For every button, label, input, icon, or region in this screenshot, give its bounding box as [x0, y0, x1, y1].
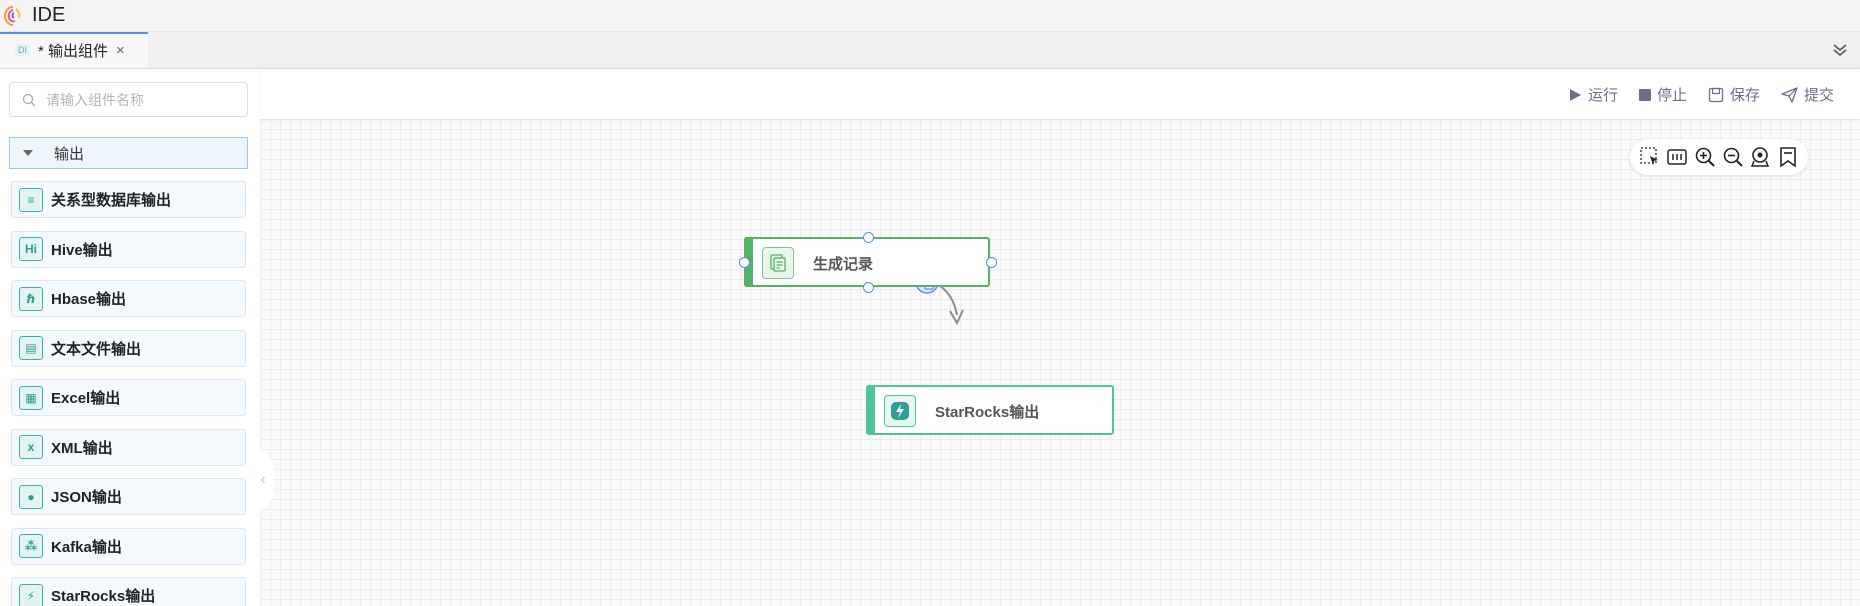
component-label: 文本文件输出: [51, 340, 142, 358]
app-logo-icon: [3, 5, 21, 26]
tab-label: * 输出组件: [38, 42, 109, 60]
group-header-output[interactable]: 输出: [9, 137, 248, 169]
search-box: [9, 82, 248, 117]
component-label: Excel输出: [51, 390, 121, 407]
tab-active-indicator: [0, 32, 148, 34]
node-port-right[interactable]: [986, 257, 997, 268]
stop-label: 停止: [1657, 87, 1688, 104]
component-label: Hbase输出: [51, 291, 127, 308]
flow-canvas[interactable]: 生成记录 StarRocks输出: [260, 119, 1860, 606]
component-item[interactable]: ⚡ StarRocks输出: [11, 577, 246, 606]
generate-record-icon: [762, 247, 794, 279]
edge-connection[interactable]: [260, 119, 1860, 606]
component-label: Hive输出: [51, 241, 113, 259]
save-label: 保存: [1730, 87, 1761, 104]
run-button[interactable]: 运行: [1568, 84, 1618, 105]
bookmark-icon[interactable]: [1777, 146, 1799, 168]
tab-bar: DI * 输出组件 ×: [0, 32, 1860, 69]
group-label: 输出: [54, 145, 85, 163]
tab-output-components[interactable]: DI * 输出组件 ×: [0, 32, 148, 68]
component-item[interactable]: ● JSON输出: [11, 478, 246, 515]
component-item[interactable]: ▦ Excel输出: [11, 379, 246, 416]
xml-icon: x: [19, 435, 43, 459]
search-input[interactable]: [46, 91, 236, 108]
save-icon: [1708, 87, 1724, 102]
component-item[interactable]: ℏ Hbase输出: [11, 280, 246, 317]
double-chevron-down-icon[interactable]: [1830, 40, 1850, 60]
title-bar: IDE: [0, 0, 1860, 32]
node-label: 生成记录: [813, 256, 874, 273]
node-status-bar: [866, 385, 875, 435]
fit-view-icon[interactable]: [1666, 146, 1688, 168]
hive-icon: Hi: [19, 237, 43, 261]
stop-button[interactable]: 停止: [1639, 84, 1687, 105]
node-label: StarRocks输出: [935, 404, 1040, 421]
editor-toolbar: 运行 停止 保存 提交: [260, 69, 1860, 119]
stop-icon: [1639, 88, 1651, 101]
excel-icon: ▦: [19, 385, 43, 410]
flow-node-starrocks-output[interactable]: StarRocks输出: [866, 385, 1114, 435]
database-icon: ≡: [19, 187, 43, 212]
component-label: 关系型数据库输出: [51, 192, 172, 209]
submit-label: 提交: [1804, 87, 1835, 104]
component-sidebar: 输出 ≡ 关系型数据库输出 Hi Hive输出 ℏ Hbase输出 ▤ 文本文件…: [0, 69, 260, 606]
sidebar-collapse-handle[interactable]: ‹: [252, 448, 274, 512]
locate-icon[interactable]: [1749, 146, 1771, 168]
component-item[interactable]: ≡ 关系型数据库输出: [11, 181, 246, 218]
tab-close-icon[interactable]: ×: [116, 41, 125, 59]
tab-badge: DI: [15, 44, 30, 56]
component-item[interactable]: ▤ 文本文件输出: [11, 329, 246, 367]
component-item[interactable]: ⁂ Kafka输出: [11, 527, 246, 565]
select-area-icon[interactable]: [1639, 146, 1661, 168]
starrocks-icon: ⚡: [19, 583, 43, 606]
flow-node-generate-record[interactable]: 生成记录: [739, 232, 997, 293]
send-icon: [1781, 86, 1798, 103]
component-item[interactable]: Hi Hive输出: [11, 230, 246, 268]
submit-button[interactable]: 提交: [1781, 84, 1834, 105]
component-label: XML输出: [51, 439, 113, 457]
app-title: IDE: [32, 4, 66, 26]
save-button[interactable]: 保存: [1708, 84, 1760, 105]
hbase-icon: ℏ: [19, 286, 43, 311]
kafka-icon: ⁂: [19, 534, 43, 558]
component-label: Kafka输出: [51, 538, 122, 556]
node-port-bottom[interactable]: [863, 282, 874, 293]
component-item[interactable]: x XML输出: [11, 428, 246, 466]
search-icon: [22, 93, 36, 106]
zoom-out-icon[interactable]: [1722, 146, 1744, 168]
component-list: ≡ 关系型数据库输出 Hi Hive输出 ℏ Hbase输出 ▤ 文本文件输出 …: [11, 181, 246, 606]
json-icon: ●: [19, 484, 43, 509]
canvas-toolbar: [1630, 139, 1808, 175]
zoom-in-icon[interactable]: [1694, 146, 1716, 168]
node-port-top[interactable]: [863, 232, 874, 243]
component-label: JSON输出: [51, 489, 122, 506]
component-label: StarRocks输出: [51, 588, 156, 605]
text-file-icon: ▤: [19, 336, 43, 360]
run-label: 运行: [1588, 87, 1619, 104]
starrocks-icon: [884, 395, 916, 427]
caret-down-icon: [23, 150, 33, 156]
node-port-left[interactable]: [739, 257, 750, 268]
play-icon: [1570, 88, 1581, 101]
